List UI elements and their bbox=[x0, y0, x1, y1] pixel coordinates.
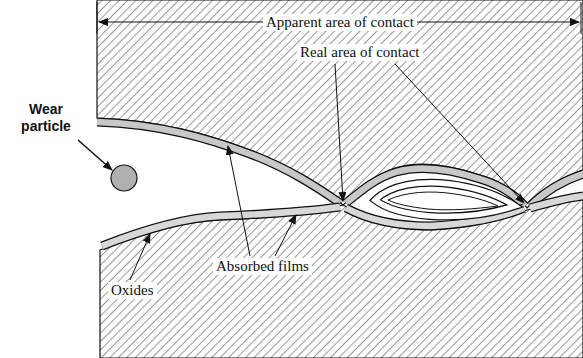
lower-body bbox=[100, 198, 583, 358]
upper-body bbox=[97, 0, 583, 208]
callout-label: Real area of contact bbox=[297, 44, 423, 61]
leader-lines bbox=[78, 64, 524, 280]
dimension-label: Apparent area of contact bbox=[263, 14, 417, 31]
dimension-line bbox=[97, 2, 581, 34]
callout-label: Oxides bbox=[108, 282, 157, 299]
callout-label: Absorbed films bbox=[213, 258, 312, 275]
callout-label: Wear particle bbox=[8, 101, 84, 135]
wear-particle bbox=[111, 165, 137, 191]
surface-films bbox=[97, 122, 583, 246]
